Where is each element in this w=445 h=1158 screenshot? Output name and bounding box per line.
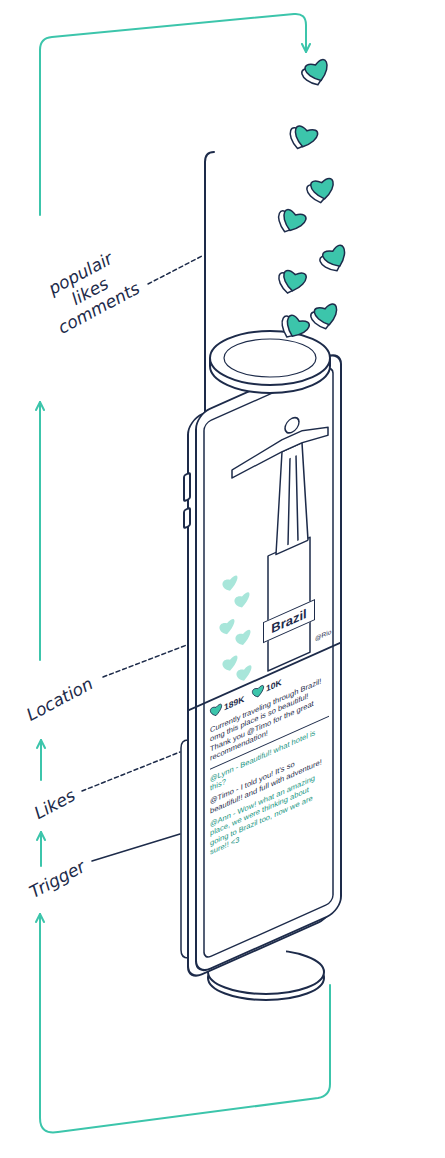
stage-label: Trigger — [15, 851, 99, 908]
stage-label: populair likes comments — [32, 242, 148, 341]
username-tag: @Rio — [315, 628, 331, 642]
stage-label: Likes — [20, 780, 91, 830]
stage-label: Location — [11, 668, 108, 732]
comment-count: 10K — [266, 677, 282, 694]
leader-lines — [82, 256, 202, 861]
phone-screen: Currently traveling through Brazil! omg … — [196, 0, 341, 1158]
top-disc — [210, 331, 330, 393]
like-count: 189K — [224, 693, 244, 712]
phone-body — [184, 350, 341, 982]
floating-hearts — [219, 568, 251, 691]
flow-arrows — [40, 14, 330, 1133]
name-plaque: Brazil — [263, 599, 314, 643]
plaque-text: Brazil — [271, 606, 306, 637]
popping-hearts — [274, 59, 351, 344]
statue — [232, 402, 328, 687]
